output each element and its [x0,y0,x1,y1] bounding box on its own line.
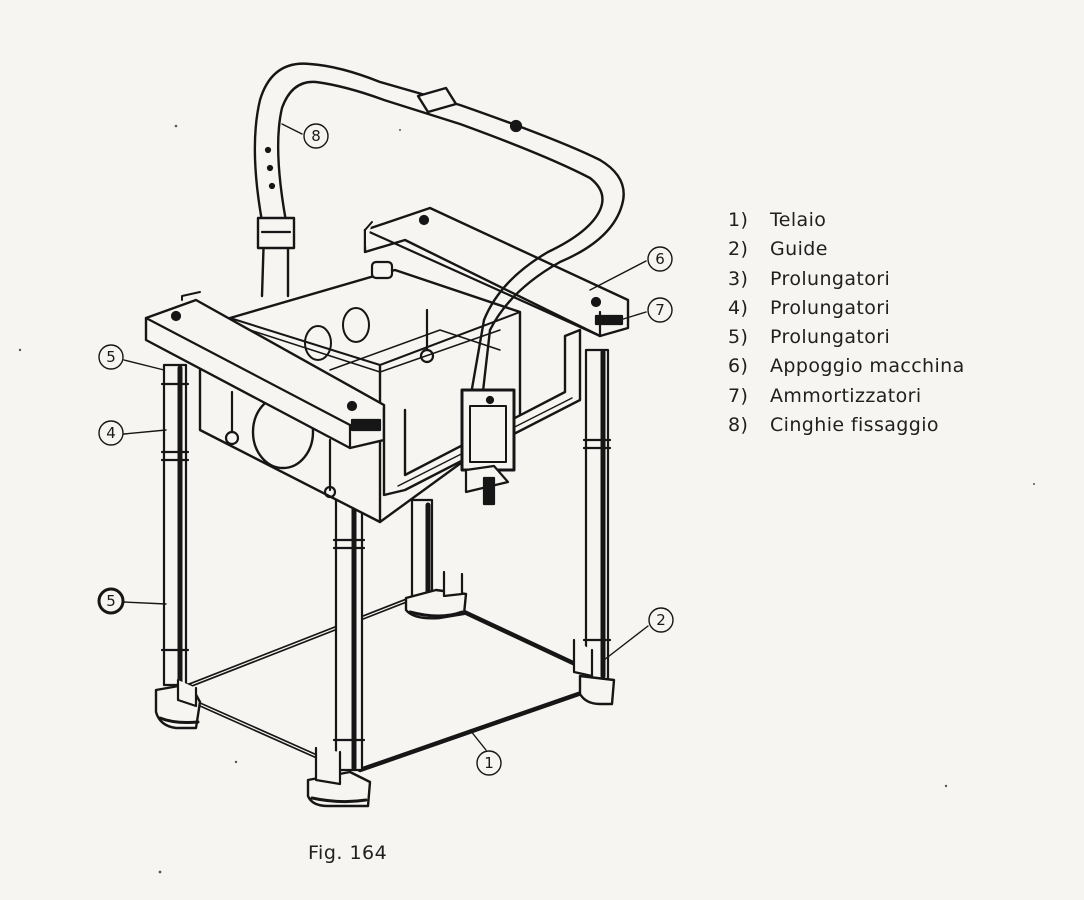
callout-5-lower: 5 [97,587,167,615]
feet [154,570,616,808]
callout-label: 5 [106,592,116,610]
callout-7: 7 [619,297,673,323]
legend-item-number: 3) [728,267,749,290]
legend-item-label: Prolungatori [770,326,891,349]
callout-label: 7 [655,301,665,319]
strap [253,62,625,506]
callout-1: 1 [469,729,502,776]
legend-item-number: 2) [728,238,749,261]
legend-item: 1) Telaio [728,206,965,235]
base-frame [185,593,593,773]
legend-item: 4) Prolungatori [728,294,965,323]
legend-item: 2) Guide [728,235,965,264]
legend-item-number: 4) [728,296,749,319]
legend-item-number: 5) [728,326,749,349]
callout-5-upper: 5 [98,344,165,371]
legend-item-label: Appoggio macchina [770,355,965,378]
callout-2: 2 [603,607,674,661]
top-rails [144,206,630,497]
callout-label: 2 [656,611,666,629]
callout-6: 6 [589,246,673,291]
legend-item: 5) Prolungatori [728,323,965,352]
callout-label: 4 [106,424,116,442]
legend-item-label: Prolungatori [770,296,891,319]
legend-item: 7) Ammortizzatori [728,382,965,411]
figure-caption: Fig. 164 [308,842,388,864]
callout-4: 4 [98,420,167,446]
legend-item-label: Telaio [770,209,827,231]
callout-label: 5 [106,348,116,366]
legend-item-label: Ammortizzatori [770,384,922,407]
legend-item-label: Prolungatori [770,267,891,290]
legend-item-number: 8) [728,414,749,437]
legend-item: 3) Prolungatori [728,265,965,294]
callout-label: 1 [484,754,494,772]
legend-item-number: 1) [728,209,749,231]
parts-legend: 1) Telaio 2) Guide 3) Prolungatori 4) Prolun… [728,206,965,440]
legend-item-label: Cinghie fissaggio [770,414,939,437]
legend-item-label: Guide [770,238,828,261]
callout-8: 8 [281,123,329,149]
callouts: 8 6 7 5 4 [97,123,674,776]
callout-label: 8 [311,127,321,145]
legend-item-number: 6) [728,355,749,378]
legend-item: 6) Appoggio macchina [728,352,965,381]
callout-label: 6 [655,250,665,268]
legend-item-number: 7) [728,384,749,407]
legend-item: 8) Cinghie fissaggio [728,411,965,440]
print-specks [18,124,1035,874]
